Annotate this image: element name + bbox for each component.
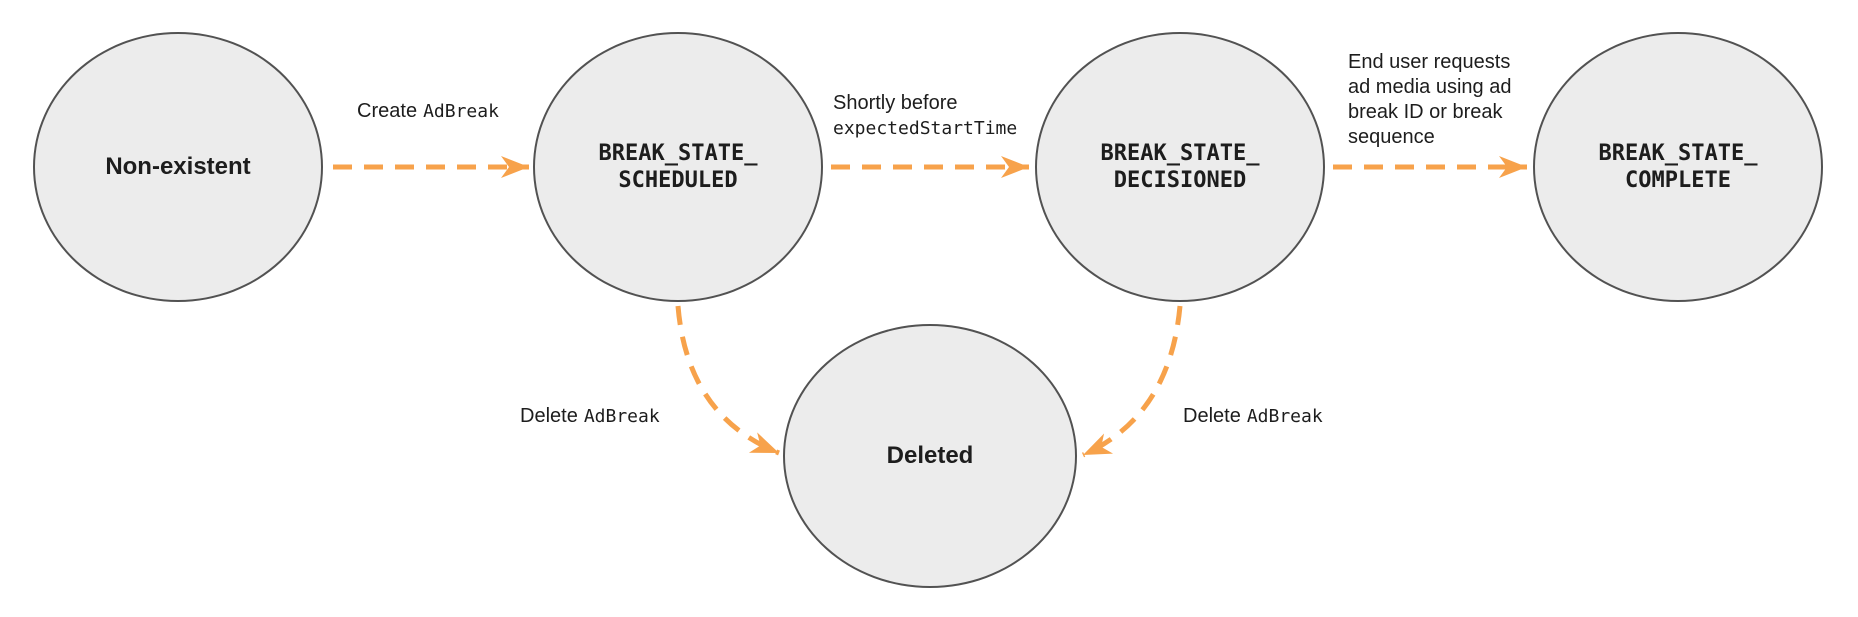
- transition-arrow-delete-from-scheduled: [675, 305, 780, 456]
- transition-label-delete-right-code: AdBreak: [1246, 406, 1323, 427]
- state-deleted-label: Deleted: [886, 442, 974, 469]
- state-decisioned-label-line2: DECISIONED: [1113, 168, 1247, 193]
- transition-label-delete-right-text: Delete: [1183, 405, 1241, 427]
- transition-label-complete: End user requests ad media using ad brea…: [1348, 50, 1511, 150]
- transition-arrow-delete-from-decisioned: [1081, 305, 1183, 458]
- transition-label-complete-line2: ad media using ad: [1348, 76, 1512, 98]
- transition-label-delete-left-code: AdBreak: [583, 406, 660, 427]
- state-non-existent-label: Non-existent: [105, 153, 251, 180]
- transition-label-decision-line1: Shortly before: [833, 92, 958, 114]
- transition-label-complete-line4: sequence: [1348, 126, 1435, 148]
- state-break-state-decisioned: BREAK_STATE_ DECISIONED: [1035, 32, 1325, 302]
- transition-label-complete-line1: End user requests: [1348, 51, 1511, 73]
- state-deleted: Deleted: [783, 324, 1077, 588]
- transition-label-decision: Shortly before expectedStartTime: [833, 91, 1017, 141]
- state-decisioned-label-line1: BREAK_STATE_: [1100, 141, 1260, 166]
- transition-label-create-text: Create: [357, 100, 418, 122]
- state-non-existent: Non-existent: [33, 32, 323, 302]
- state-complete-label-line2: COMPLETE: [1625, 168, 1731, 193]
- state-scheduled-label-line1: BREAK_STATE_: [598, 141, 758, 166]
- state-scheduled-label-line2: SCHEDULED: [618, 168, 738, 193]
- transition-label-complete-line3: break ID or break: [1348, 101, 1503, 123]
- transition-label-create-code: AdBreak: [423, 101, 499, 122]
- state-break-state-complete: BREAK_STATE_ COMPLETE: [1533, 32, 1823, 302]
- transition-label-delete-left-text: Delete: [520, 405, 578, 427]
- transition-label-decision-line2: expectedStartTime: [833, 118, 1018, 139]
- state-complete-label-line1: BREAK_STATE_: [1598, 141, 1758, 166]
- state-break-state-scheduled: BREAK_STATE_ SCHEDULED: [533, 32, 823, 302]
